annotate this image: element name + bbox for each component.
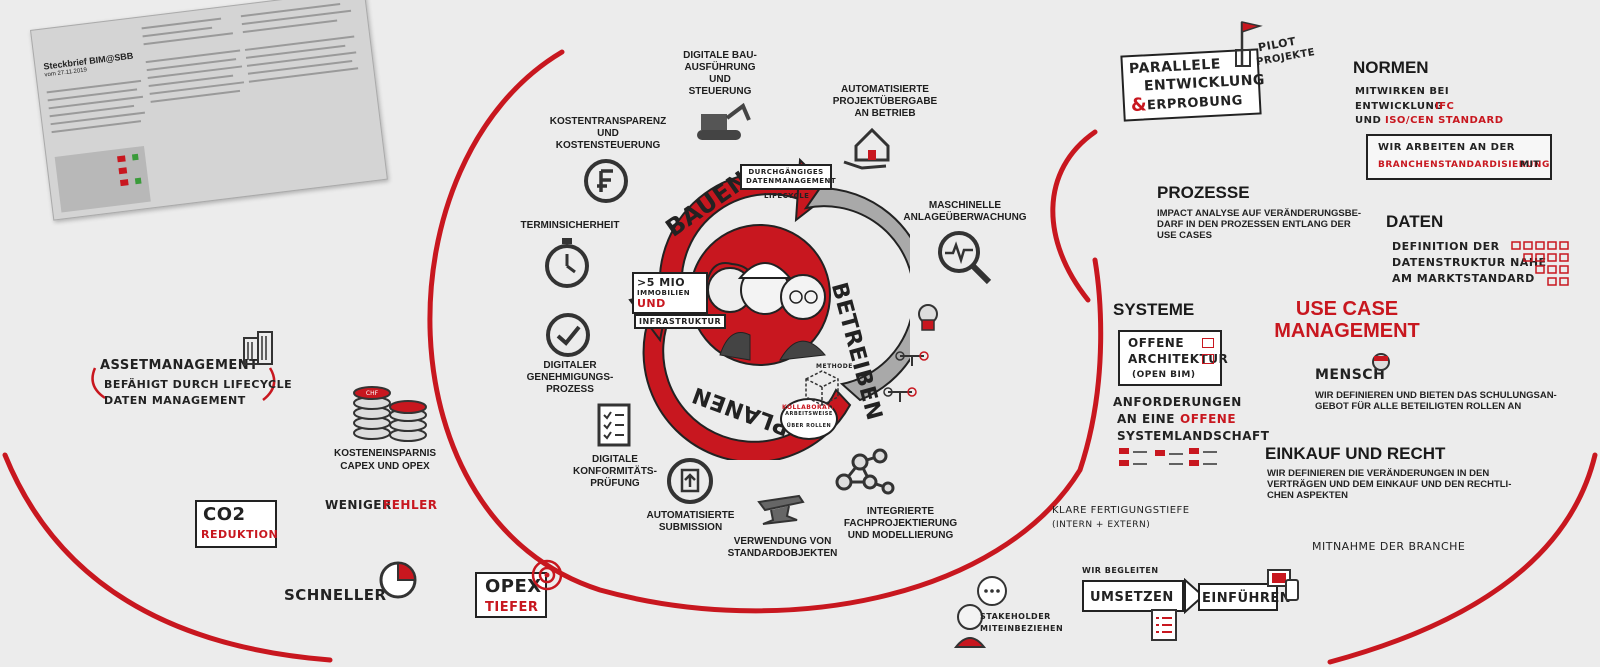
infrastruktur-box: INFRASTRUKTUR	[634, 314, 727, 329]
anforderung-line1: ANFORDERUNGEN	[1113, 395, 1242, 409]
einkauf-title: EINKAUF UND RECHT	[1265, 444, 1446, 463]
rail-profile-icon	[757, 494, 805, 525]
digitale-bau-label: DIGITALE BAU- AUSFÜHRUNG UND STEUERUNG	[683, 50, 757, 97]
normen-box: WIR ARBEITEN AN DER BRANCHENSTANDARDISIE…	[1366, 134, 1552, 180]
use-case-management-title: USE CASE MANAGEMENT	[1262, 298, 1432, 342]
klare-line1: KLARE FERTIGUNGSTIEFE	[1052, 505, 1190, 516]
methode-label: METHODE	[816, 363, 853, 370]
mensch-body: WIR DEFINIEREN UND BIETEN DAS SCHULUNGSA…	[1315, 390, 1557, 412]
upload-document-icon	[667, 458, 713, 504]
termin-label: TERMINSICHERHEIT	[520, 220, 620, 231]
document-title: Steckbrief BIM@SBB	[42, 50, 134, 72]
daten-line2: DATENSTRUKTUR NAHE	[1392, 256, 1547, 269]
begleiten-label: WIR BEGLEITEN	[1082, 566, 1159, 575]
anforderung-line2b: OFFENE	[1180, 412, 1237, 426]
chf-coins-icon: CHF	[353, 386, 427, 442]
lifecycle-diagram	[628, 157, 910, 460]
uebergabe-label: AUTOMATISIERTE PROJEKTÜBERGABE AN BETRIE…	[832, 84, 938, 119]
daten-line3: AM MARKTSTANDARD	[1392, 272, 1535, 285]
opex-box: OPEX TIEFER	[475, 572, 547, 618]
standard-label: VERWENDUNG VON STANDARDOBJEKTEN	[727, 536, 838, 559]
cube-icon	[805, 370, 839, 406]
fehler-label: FEHLER	[383, 498, 438, 512]
pie-clock-icon	[379, 561, 417, 599]
normen-line2b: IFC	[1435, 101, 1455, 112]
assetmanagement-line2: BEFÄHIGT DURCH LIFECYCLE	[104, 378, 293, 391]
stopwatch-icon	[545, 238, 589, 288]
person-icon	[1372, 353, 1390, 371]
daten-line1: DEFINITION DER	[1392, 240, 1500, 253]
submission-label: AUTOMATISIERTE SUBMISSION	[646, 510, 735, 533]
document-checklist-icon	[1151, 609, 1177, 641]
system-blocks-icon	[1119, 448, 1217, 466]
device-icon	[1267, 569, 1299, 601]
use-case-management-line2: MANAGEMENT	[1274, 320, 1420, 342]
einfuehren-box: EINFÜHREN	[1198, 583, 1291, 611]
checklist-icon	[597, 403, 631, 447]
einkauf-body: WIR DEFINIEREN DIE VERÄNDERUNGEN IN DEN …	[1267, 468, 1512, 501]
maschinell-label: MASCHINELLE ANLAGEÜBERWACHUNG	[903, 200, 1027, 223]
schneller-label: SCHNELLER	[284, 586, 387, 604]
daten-title: DATEN	[1386, 212, 1444, 231]
umsetzen-box: UMSETZEN	[1082, 580, 1184, 612]
klare-line2: (INTERN + EXTERN)	[1052, 520, 1151, 530]
datenmanagement-banner: DURCHGÄNGIGES DATENMANAGEMENT	[740, 164, 836, 190]
mitnahme-label: MITNAHME DER BRANCHE	[1312, 540, 1466, 553]
magnifier-pulse-icon	[938, 231, 992, 285]
normen-line1: MITWIRKEN BEI	[1355, 86, 1450, 97]
stakeholder-line1: STAKEHOLDER	[980, 612, 1051, 621]
integriert-label: INTEGRIERTE FACHPROJEKTIERUNG UND MODELL…	[843, 506, 958, 541]
use-case-management-line1: USE CASE	[1295, 298, 1399, 320]
building-icon	[243, 331, 273, 365]
anforderung-line3: SYSTEMLANDSCHAFT	[1117, 429, 1270, 443]
stakeholder-icon	[953, 576, 1007, 648]
systeme-title: SYSTEME	[1113, 300, 1195, 319]
anforderung-line2a: AN EINE	[1117, 412, 1175, 426]
arrow-right-icon	[1184, 578, 1205, 614]
target-icon	[531, 559, 563, 591]
network-icon	[835, 448, 895, 495]
kosten-label: KOSTENTRANSPARENZ UND KOSTENSTEUERUNG	[549, 116, 667, 151]
assetmanagement-line3: DATEN MANAGEMENT	[104, 394, 246, 407]
excavator-icon	[697, 102, 751, 140]
co2-box: CO2 REDUKTION	[195, 500, 278, 548]
offene-architektur-box: OFFENE ARCHITEKTUR (OPEN BIM)	[1118, 330, 1228, 386]
kosten-einsparnis-line1: KOSTENEINSPARNIS	[333, 448, 437, 459]
franc-coin-icon	[584, 159, 628, 203]
weniger-label: WENIGER	[325, 498, 392, 512]
data-grid-icon	[1511, 241, 1569, 286]
assets-box: >5 MIO IMMOBILIEN UND	[632, 272, 708, 314]
pilot-flag-icon	[1235, 21, 1263, 67]
assetmanagement-line1: ASSETMANAGEMENT	[100, 358, 259, 373]
genehmigung-label: DIGITALER GENEHMIGUNGS- PROZESS	[526, 360, 614, 395]
assetmanagement-arrows	[91, 367, 276, 401]
normen-title: NORMEN	[1353, 58, 1429, 77]
normen-line3a: UND	[1355, 115, 1382, 126]
chf-label: CHF	[366, 390, 379, 397]
prozesse-title: PROZESSE	[1157, 183, 1250, 202]
normen-line3b: ISO/CEN STANDARD	[1385, 115, 1504, 126]
house-hand-icon	[843, 127, 890, 170]
mensch-title: MENSCH	[1315, 367, 1386, 383]
checkmark-icon	[546, 313, 590, 357]
drone-icons	[883, 304, 938, 402]
lifecycle-label: LIFECYCLE	[764, 192, 810, 200]
normen-line2a: ENTWICKLUNG	[1355, 101, 1444, 112]
stakeholder-line2: MITEINBEZIEHEN	[980, 624, 1064, 633]
konform-label: DIGITALE KONFORMITÄTS- PRÜFUNG	[573, 454, 657, 489]
kosten-einsparnis-line2: CAPEX UND OPEX	[340, 461, 430, 472]
kollaboration-badge: KOLLABORATION ARBEITSWEISE ÜBER ROLLEN	[780, 398, 845, 440]
prozesse-body: IMPACT ANALYSE AUF VERÄNDERUNGSBE- DARF …	[1157, 208, 1362, 241]
